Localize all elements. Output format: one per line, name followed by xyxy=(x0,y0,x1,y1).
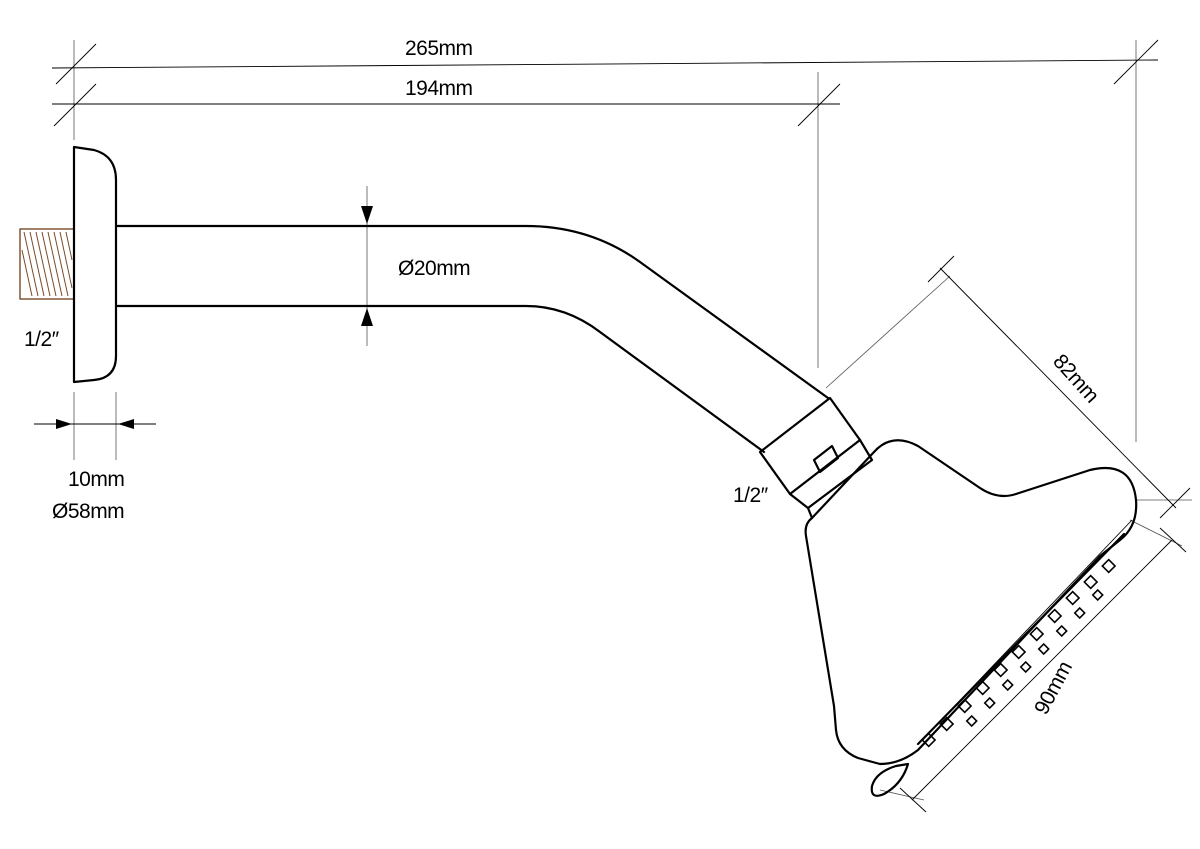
dimension-head-width: 90mm xyxy=(899,527,1187,813)
label-flange-diameter: Ø58mm xyxy=(52,500,124,523)
dimension-pipe-diameter: Ø20mm xyxy=(361,206,471,326)
label-265mm: 265mm xyxy=(405,37,473,60)
spray-nozzles xyxy=(921,558,1117,748)
shower-arm-pipe xyxy=(114,224,830,454)
label-flange-thickness: 10mm xyxy=(68,468,124,491)
extension-lines xyxy=(73,40,1192,801)
wall-thread-nipple xyxy=(19,228,75,300)
label-head-thread: 1/2″ xyxy=(733,484,769,507)
dimension-flange: 10mm Ø58mm 1/2″ xyxy=(24,328,156,523)
shower-head xyxy=(804,439,1138,797)
label-wall-thread: 1/2″ xyxy=(24,328,60,351)
dimension-total-length: 265mm xyxy=(51,37,1159,85)
dimension-arm-length: 194mm xyxy=(52,77,841,127)
label-pipe-diameter: Ø20mm xyxy=(398,257,470,280)
label-82mm: 82mm xyxy=(1048,350,1103,407)
wall-flange xyxy=(72,145,118,384)
label-194mm: 194mm xyxy=(405,77,473,100)
swivel-connector: 1/2″ xyxy=(733,396,874,520)
label-90mm: 90mm xyxy=(1030,658,1077,719)
